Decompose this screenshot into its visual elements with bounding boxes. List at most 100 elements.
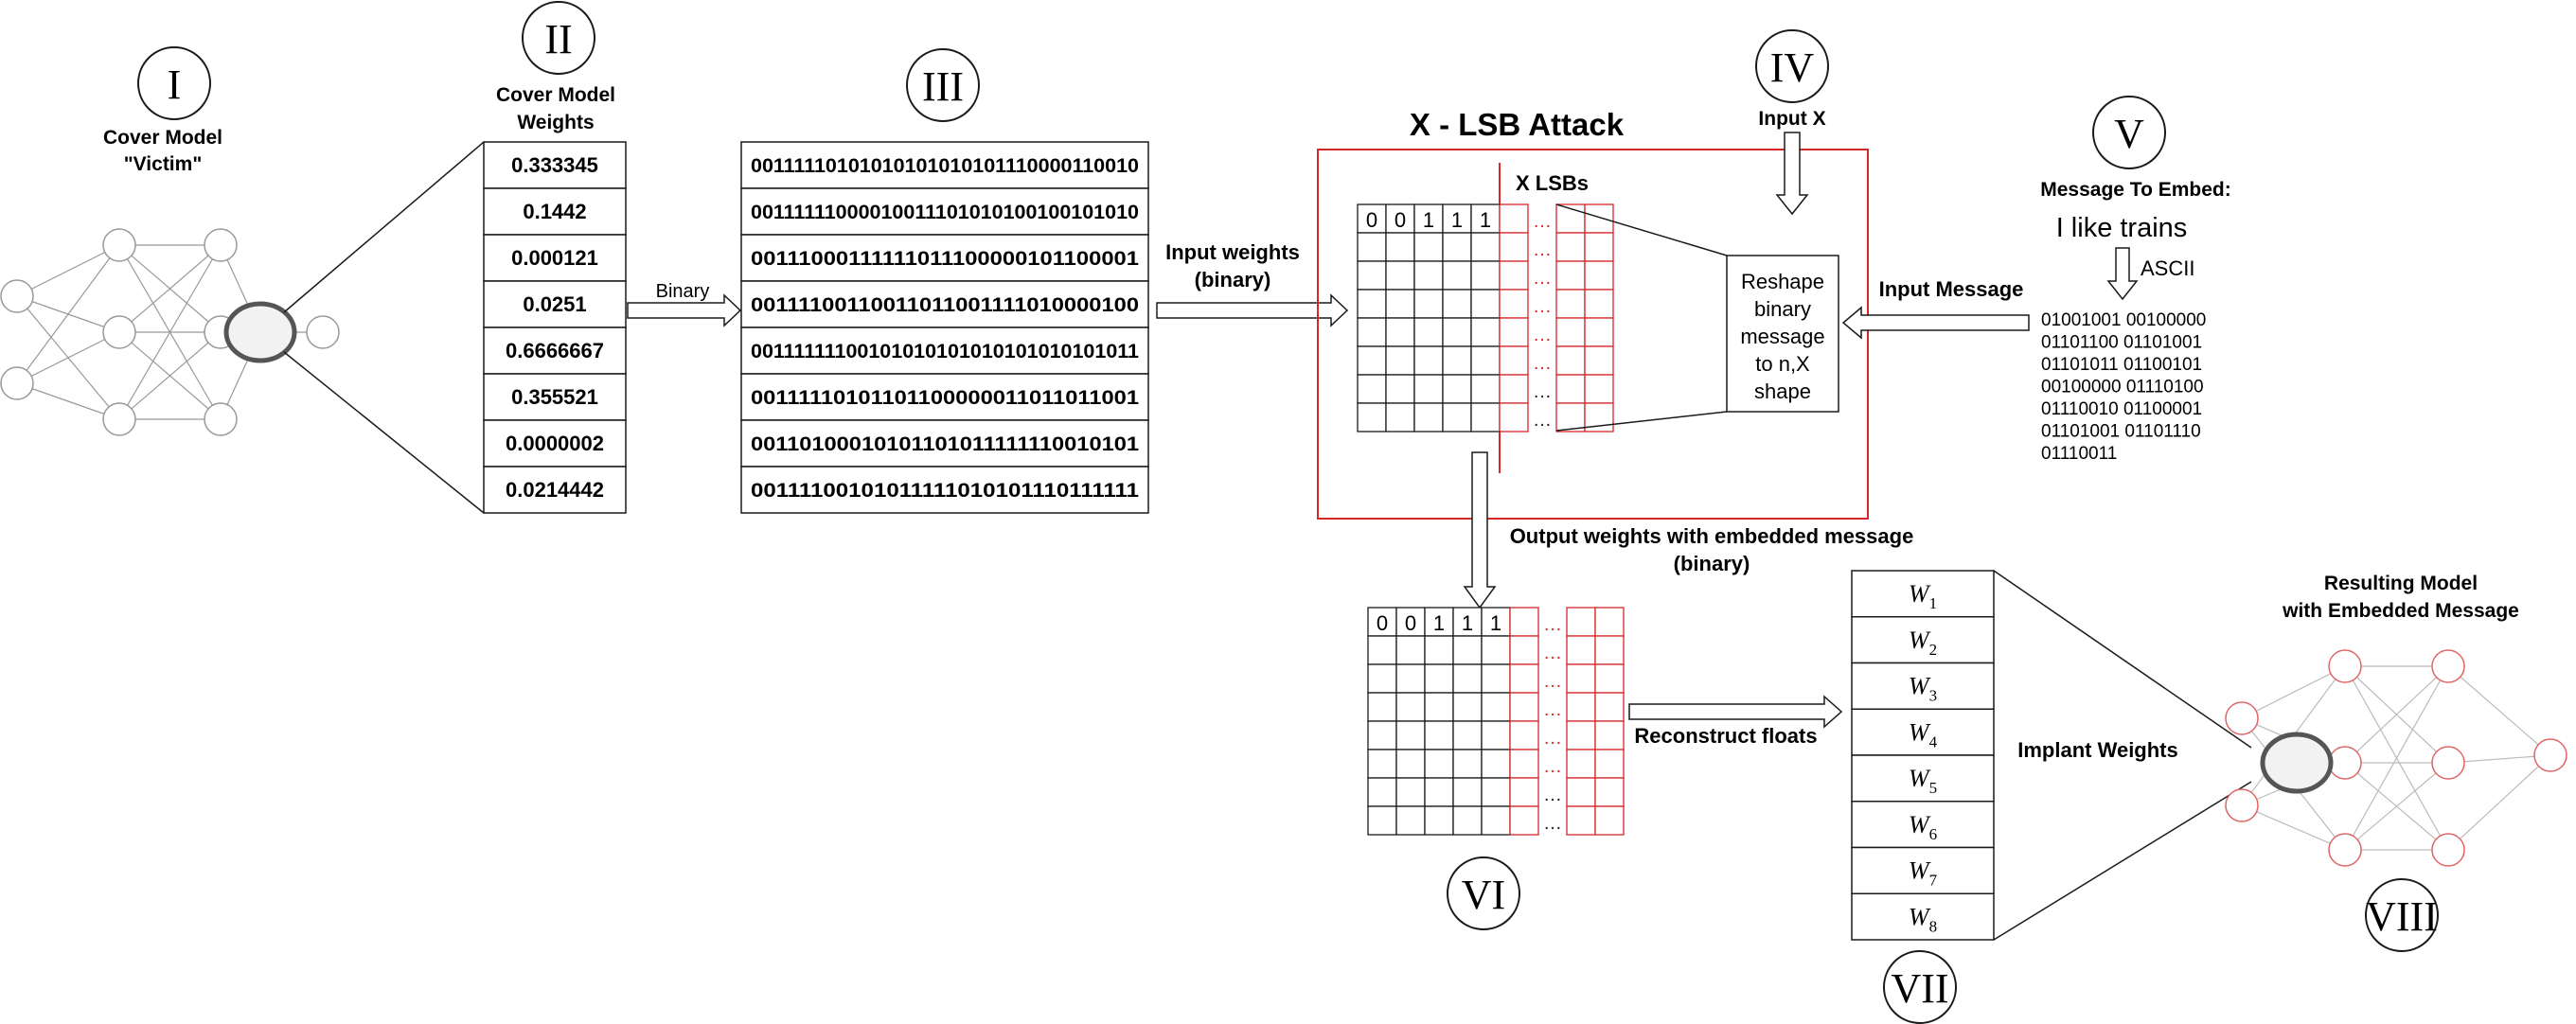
stage-numeral-2: II [522, 1, 595, 75]
grid-cell [1385, 317, 1415, 347]
grid-bit: 1 [1423, 208, 1434, 232]
grid-cell [1395, 663, 1426, 694]
diagram-title: X - LSB Attack [1410, 107, 1625, 142]
stage-numeral-1: I [137, 46, 211, 120]
network-node [102, 228, 136, 262]
svg-text:VI: VI [1462, 872, 1505, 918]
grid-cell [1442, 402, 1472, 433]
highlighted-neuron [223, 301, 297, 363]
grid-ellipsis: … [1543, 813, 1562, 834]
grid-cell [1357, 260, 1387, 291]
network-edge [2241, 665, 2346, 719]
grid-cell [1413, 374, 1444, 404]
svg-text:VIII: VIII [2366, 893, 2438, 940]
network-edge [2241, 804, 2346, 851]
network-edge [2447, 665, 2551, 756]
implanted-weight-label: W5 [1909, 765, 1937, 797]
network-node [2431, 833, 2465, 867]
network-edge [2447, 754, 2551, 764]
network-edge [16, 331, 120, 384]
implanted-weight-cell [1851, 801, 1995, 849]
reshape-line: shape [1754, 380, 1811, 403]
grid-lsb-cell [1584, 260, 1614, 291]
grid-cell [1395, 607, 1426, 637]
network-node [2328, 649, 2362, 683]
network-node [102, 402, 136, 436]
binary-value: 00111000111111011100000101100001 [751, 248, 1139, 270]
grid-lsb-cell [1594, 663, 1625, 694]
grid-ellipsis: … [1533, 381, 1552, 402]
grid-ellipsis: … [1543, 671, 1562, 692]
message-text: I like trains [2056, 213, 2188, 243]
grid-lsb-cell [1555, 289, 1586, 319]
svg-text:IV: IV [1770, 44, 1815, 91]
input-weights-arrow [1156, 293, 1349, 327]
ascii-line: 01110010 01100001 [2041, 399, 2202, 419]
grid-cell [1395, 692, 1426, 722]
grid-lsb-cell [1566, 720, 1596, 750]
grid-lsb-cell [1555, 345, 1586, 376]
grid-bit: 0 [1366, 208, 1377, 232]
network-node [204, 228, 238, 262]
grid-cell [1424, 663, 1454, 694]
grid-lsb-cell [1594, 692, 1625, 722]
grid-cell [1470, 289, 1501, 319]
grid-cell [1424, 749, 1454, 779]
binary-cell [740, 419, 1149, 468]
grid-cell [1452, 805, 1483, 836]
grid-lsb-cell [1555, 232, 1586, 262]
ascii-arrow [2106, 247, 2139, 301]
reshape-line: to n,X [1755, 352, 1810, 376]
output-sublabel: (binary) [1674, 552, 1750, 575]
grid-cell [1470, 260, 1501, 291]
grid-cell [1470, 402, 1501, 433]
stage-numeral-5: V [2092, 96, 2166, 169]
svg-text:VII: VII [1891, 965, 1948, 1012]
network-node [2533, 738, 2567, 772]
grid-lsb-cell [1499, 232, 1529, 262]
weight-cell [483, 373, 627, 421]
binary-cell [740, 141, 1149, 189]
grid-cell [1442, 289, 1472, 319]
grid-lsb-cell [1509, 607, 1539, 637]
grid-lsb-cell [1555, 317, 1586, 347]
grid-ellipsis: … [1533, 353, 1552, 374]
grid-cell [1367, 635, 1397, 665]
grid-ellipsis: … [1543, 756, 1562, 777]
binary-arrow [627, 293, 742, 327]
cover-weights-subtitle: Weights [517, 112, 594, 133]
grid-cell [1481, 805, 1511, 836]
reconstruct-arrow [1628, 695, 1843, 729]
binary-cell [740, 327, 1149, 375]
attack-box [1317, 149, 1869, 520]
network-node [2225, 701, 2259, 735]
grid-ellipsis: … [1543, 643, 1562, 663]
binary-value: 00111110101010101010101110000110010 [751, 155, 1139, 177]
network-node [306, 315, 340, 349]
grid-bit: 0 [1377, 611, 1388, 635]
ascii-line: 01101011 01100101 [2041, 355, 2202, 375]
grid-lsb-cell [1509, 635, 1539, 665]
grid-cell [1367, 805, 1397, 836]
grid-cell [1385, 402, 1415, 433]
highlighted-neuron [2260, 732, 2334, 794]
weight-value: 0.0000002 [506, 432, 604, 455]
grid-cell [1424, 607, 1454, 637]
grid-lsb-cell [1566, 635, 1596, 665]
grid-lsb-cell [1566, 607, 1596, 637]
grid-cell [1424, 692, 1454, 722]
network-edge [2344, 665, 2449, 764]
ascii-line: 00100000 01110100 [2041, 378, 2204, 397]
binary-weights-table: 00111110101010101010101110000110010 00111… [740, 141, 1149, 514]
weights-table: 0.3333450.14420.0001210.02510.66666670.3… [483, 141, 627, 514]
grid-lsb-cell [1584, 317, 1614, 347]
input-message-label: Input Message [1879, 277, 2024, 301]
grid-cell [1413, 289, 1444, 319]
weight-value: 0.355521 [511, 385, 598, 409]
grid-lsb-cell [1584, 374, 1614, 404]
zoom-line-top [283, 141, 485, 313]
